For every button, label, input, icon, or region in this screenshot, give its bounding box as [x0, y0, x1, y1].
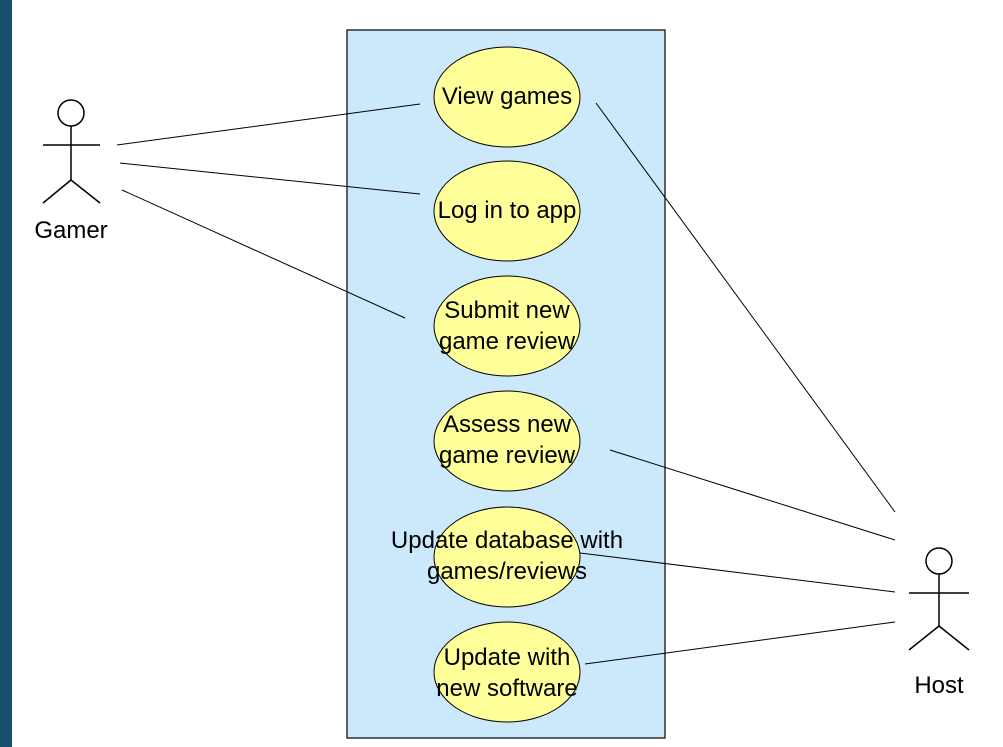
- gamer-actor-icon: [42, 99, 101, 204]
- use-case-label-view-games: View games: [407, 81, 607, 112]
- assoc-host-assess-review: [609, 449, 896, 541]
- assoc-gamer-log-in: [119, 162, 421, 195]
- use-case-assess-review: [433, 390, 581, 492]
- host-label: Host: [914, 672, 964, 699]
- use-case-text-line: Update database with: [390, 527, 624, 554]
- host-actor-icon: [908, 547, 970, 651]
- use-case-text-line: Log in to app: [437, 197, 577, 224]
- use-case-text-line: games/reviews: [426, 558, 588, 585]
- use-case-text-line: game review: [438, 328, 576, 355]
- use-case-view-games: [433, 46, 581, 148]
- use-case-label-submit-review: Submit new game review: [397, 295, 617, 357]
- use-case-update-database: [433, 506, 581, 608]
- use-case-text-line: Update with: [443, 644, 571, 671]
- use-case-text-line: game review: [438, 442, 576, 469]
- use-case-update-software: [433, 621, 581, 723]
- assoc-host-view-games: [595, 102, 896, 513]
- use-case-submit-review: [433, 275, 581, 377]
- gamer-label: Gamer: [34, 217, 108, 244]
- use-case-label-update-database: Update database with games/reviews: [362, 525, 652, 587]
- use-case-label-update-software: Update with new software: [397, 642, 617, 704]
- use-case-label-log-in: Log in to app: [407, 195, 607, 226]
- use-case-label-assess-review: Assess new game review: [397, 409, 617, 471]
- assoc-gamer-submit-review: [121, 189, 406, 319]
- system-boundary: [346, 29, 666, 739]
- use-case-text-line: Submit new: [444, 297, 570, 324]
- use-case-log-in: [433, 160, 581, 262]
- assoc-gamer-view-games: [116, 103, 421, 146]
- assoc-host-update-software: [584, 621, 896, 665]
- use-case-text-line: View games: [441, 83, 573, 110]
- use-case-text-line: new software: [436, 675, 578, 702]
- use-case-ellipses: [433, 46, 581, 723]
- assoc-host-update-database: [579, 552, 896, 593]
- use-case-text-line: Assess new: [442, 411, 572, 438]
- associations: [116, 102, 896, 665]
